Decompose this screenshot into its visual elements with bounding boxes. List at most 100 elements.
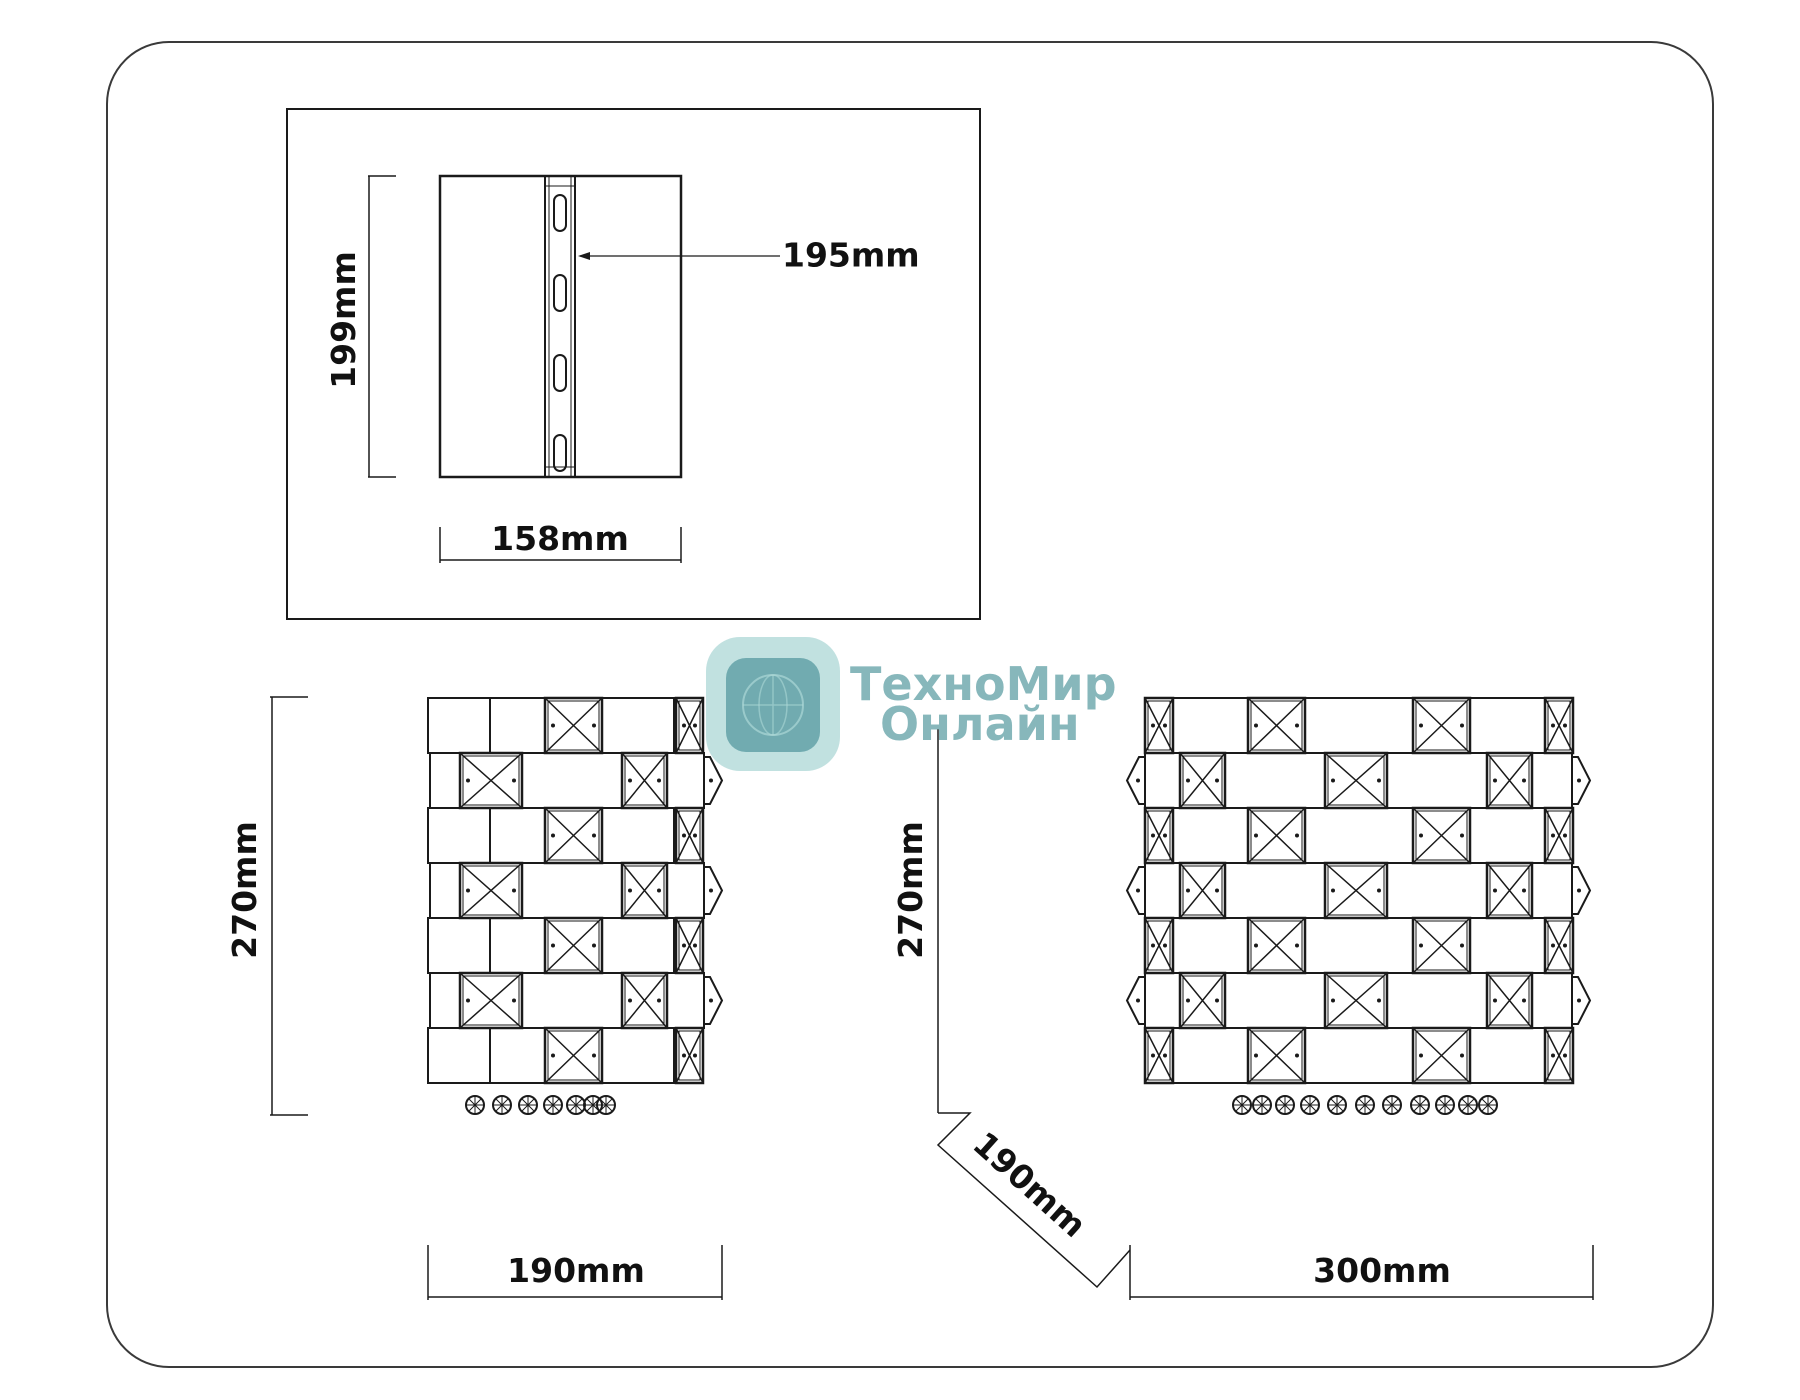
crystal-dot [1522,998,1526,1003]
crystal-facet-inner [1415,700,1468,751]
crystal-dot [1151,833,1155,838]
front-crystal-grid [427,696,724,1085]
crystal-facet-inner [1250,810,1303,861]
crystal-block [1469,917,1546,974]
crystal-drop-spokes [1301,1096,1319,1114]
crystal-facet-inner [624,865,665,916]
crystal-dot [1295,1053,1299,1058]
crystal-dot [1186,998,1190,1003]
mount-depth-label: 195mm [782,236,920,275]
crystal-dot [1419,943,1423,948]
crystal-facet-cross [1144,1027,1174,1084]
crystal-block [1172,807,1249,864]
crystal-dot [1460,1053,1464,1058]
side-height-label: 270mm [891,821,930,959]
crystal-dot [709,998,713,1003]
crystal-dot [682,943,686,948]
crystal-dot [693,833,697,838]
crystal-dot [1151,1053,1155,1058]
crystal-facet-inner [1415,810,1468,861]
crystal-facet-cross [1486,752,1533,809]
crystal-tip [1572,756,1592,805]
crystal-facet-cross [675,1027,704,1084]
crystal-dot [1493,888,1497,893]
crystal-dot [1577,888,1581,893]
crystal-dot [1163,1053,1167,1058]
crystal-dot [682,833,686,838]
crystal-facet-inner [1147,810,1171,861]
crystal-facet-cross [1324,862,1388,919]
crystal-dot [1163,943,1167,948]
crystal-facet-cross [1544,697,1574,754]
crystal-dot [592,723,596,728]
crystal-facet [1543,1026,1575,1085]
crystal-tip [1125,756,1145,805]
crystal-dot [1254,943,1258,948]
crystal-facet-cross [1412,1027,1471,1084]
crystal-dot [466,998,470,1003]
crystal-drop-spokes [1383,1096,1401,1114]
crystal-facet-inner [1327,975,1385,1026]
crystal-facet-cross [1247,917,1306,974]
crystal-block [1531,752,1573,809]
crystal-drop-spokes [1356,1096,1374,1114]
crystal-facet-inner [1547,810,1571,861]
crystal-block [1304,917,1414,974]
crystal-block [1144,752,1181,809]
crystal-block [601,1027,675,1084]
crystal-dot [1136,998,1140,1003]
crystal-block [666,972,705,1029]
crystal-facet-inner [1415,920,1468,971]
mount-plate [438,174,683,479]
crystal-dot [1136,778,1140,783]
crystal-block [521,972,623,1029]
crystal-dot [1522,778,1526,783]
crystal-drop-spokes [567,1096,585,1114]
crystal-facet-inner [1489,975,1530,1026]
crystal-facet-cross [1247,1027,1306,1084]
crystal-facet-cross [1412,807,1471,864]
crystal-dot [657,778,661,783]
crystal-facet-cross [459,862,523,919]
crystal-drop-spokes [1436,1096,1454,1114]
watermark-line2: Онлайн [880,697,1080,751]
crystal-facet-cross [459,752,523,809]
crystal-dot [592,943,596,948]
crystal-block [1386,752,1488,809]
crystal-dot [1151,943,1155,948]
crystal-dot [1563,943,1567,948]
crystal-facet-cross [1144,697,1174,754]
crystal-dot [1522,888,1526,893]
crystal-facet-inner [1547,1030,1571,1081]
crystal-facet-cross [1412,917,1471,974]
crystal-drop-spokes [1411,1096,1429,1114]
crystal-tip [704,976,724,1025]
crystal-facet-inner [1547,700,1571,751]
crystal-facet-cross [1544,1027,1574,1084]
crystal-dot [1377,998,1381,1003]
crystal-block [1172,697,1249,754]
crystal-facet-cross [1544,917,1574,974]
crystal-dot [551,943,555,948]
crystal-dot [1254,1053,1258,1058]
crystal-facet-inner [462,865,520,916]
crystal-block [521,752,623,809]
crystal-dot [1551,723,1555,728]
crystal-dot [709,778,713,783]
crystal-facet-inner [1182,975,1223,1026]
crystal-dot [1295,943,1299,948]
crystal-drop-spokes [493,1096,511,1114]
crystal-block [601,917,675,974]
crystal-dot [1136,888,1140,893]
crystal-dot [1551,833,1555,838]
side-crystal-drops [1232,1095,1498,1115]
crystal-dot [1186,888,1190,893]
crystal-facet-cross [1247,807,1306,864]
crystal-dot [551,833,555,838]
crystal-dot [1551,943,1555,948]
crystal-dot [592,1053,596,1058]
crystal-facet-cross [1324,972,1388,1029]
side-view: 270mm 190mm 300mm [891,696,1594,1300]
crystal-tip [1125,976,1145,1025]
